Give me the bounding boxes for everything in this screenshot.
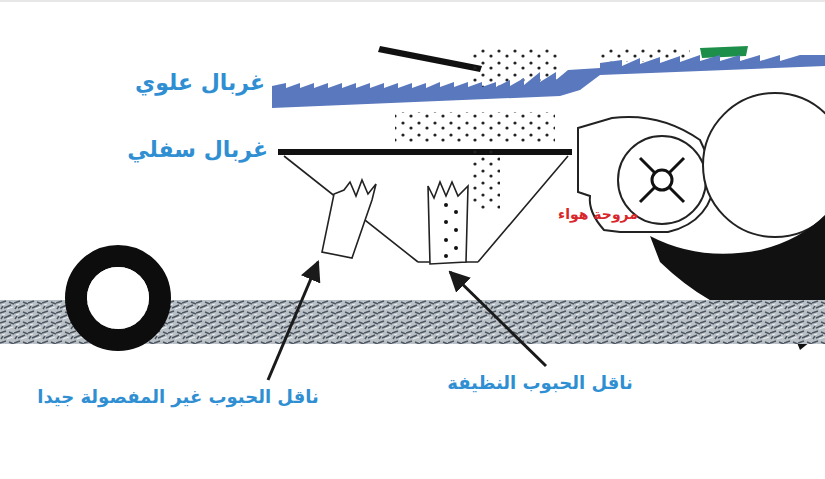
part-label: ناقل الحبوب النظيفة [447,372,633,394]
straw-walker-bar [378,46,482,72]
clean-grain-conveyor [428,182,468,264]
part-label: غربال سفلي [127,137,268,163]
grain-dots [395,112,555,144]
part-label: ناقل الحبوب غير المفصولة جيدا [37,386,318,408]
wheel [703,93,825,237]
green-part [700,46,748,58]
part-label: مروحة هواء [558,206,638,223]
clean-grain-dots [444,203,458,258]
fan-hub [652,170,672,190]
ring-hole [87,267,149,329]
leader-arrow [268,262,318,380]
frame-line [0,1,825,2]
lower-sieve [278,149,572,155]
ring [76,256,160,340]
grain-dots [470,150,500,210]
tailings-conveyor [322,180,376,258]
grain-trough [284,156,568,262]
fan-blades [640,158,684,202]
part-label: غربال علوي [135,70,265,96]
leader-arrow [450,272,546,366]
